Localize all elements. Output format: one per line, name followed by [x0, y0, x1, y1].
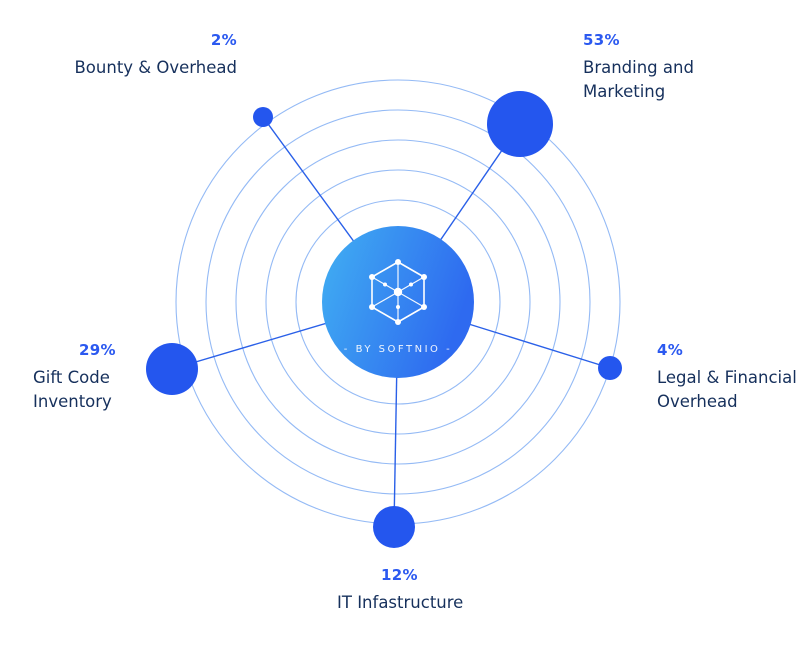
orbit-ring-2	[265, 169, 531, 435]
hexagon-network-icon	[369, 259, 427, 325]
segment-name: Branding and Marketing	[583, 58, 694, 101]
percent-value: 4%	[657, 341, 684, 359]
center-brand-text: - BY SOFTNIO -	[344, 344, 452, 355]
label-branding-marketing: 53% Branding and Marketing	[583, 31, 694, 104]
orbit-ring-3	[235, 139, 561, 465]
percent-value: 53%	[583, 31, 620, 49]
percent-value: 2%	[210, 31, 237, 49]
percent-value: 12%	[381, 566, 418, 584]
segment-name: Gift Code Inventory	[33, 368, 112, 411]
dot-it-infastructure	[373, 506, 415, 548]
segment-name: Bounty & Overhead	[74, 58, 237, 77]
label-gift-code-inventory: 29% Gift Code Inventory	[33, 341, 116, 414]
dot-branding-marketing	[487, 91, 553, 157]
dot-gift-code-inventory	[146, 343, 198, 395]
orbit-ring-1	[295, 199, 501, 405]
segment-name: IT Infastructure	[337, 593, 464, 612]
label-it-infastructure: 12% IT Infastructure	[337, 566, 463, 615]
dot-legal-financial	[598, 356, 622, 380]
label-legal-financial: 4% Legal & Financial Overhead	[657, 341, 797, 414]
orbit-ring-4	[205, 109, 591, 495]
percent-value: 29%	[79, 341, 116, 359]
label-bounty-overhead: 2% Bounty & Overhead	[27, 31, 237, 80]
segment-name: Legal & Financial Overhead	[657, 368, 797, 411]
dot-bounty-overhead	[253, 107, 273, 127]
